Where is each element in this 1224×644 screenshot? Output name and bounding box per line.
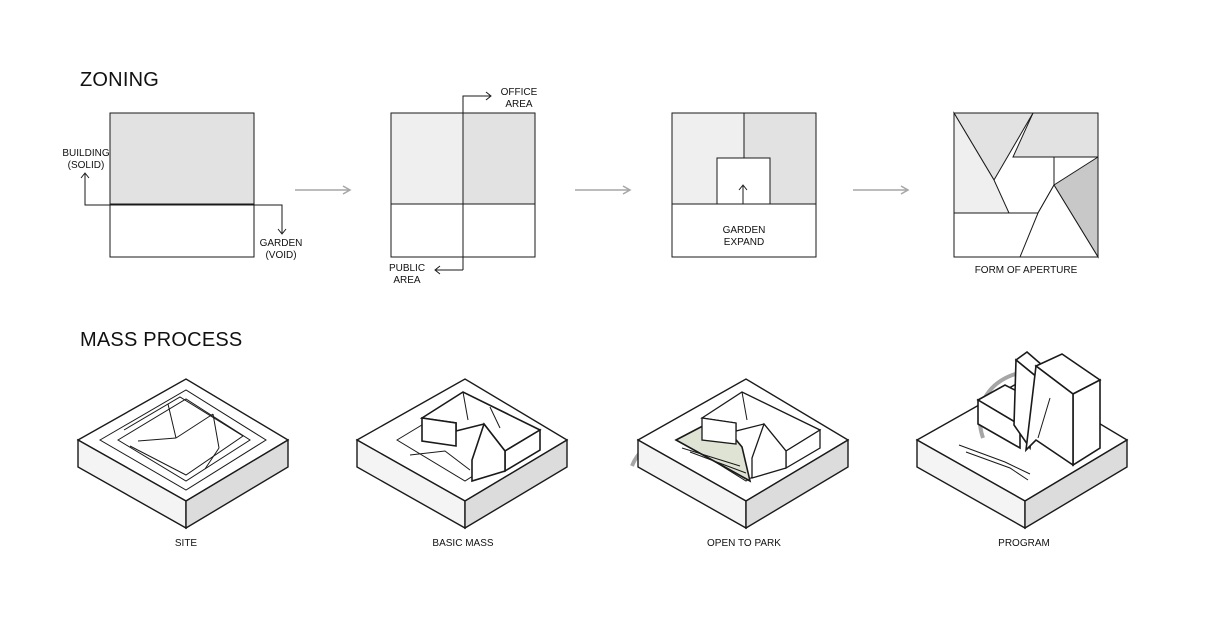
mass-site xyxy=(76,378,290,530)
arrow-up-icon xyxy=(738,184,748,191)
building-label-line1: BUILDING xyxy=(62,148,110,159)
mass-open-to-park xyxy=(630,378,850,530)
public-label-line1: PUBLIC xyxy=(388,263,426,274)
building-solid-label: BUILDING (SOLID) xyxy=(58,148,114,172)
office-label-line2: AREA xyxy=(505,99,533,110)
zoning-flow-line xyxy=(84,174,283,233)
office-area-label: OFFICE AREA xyxy=(496,87,542,111)
caption-site: SITE xyxy=(174,538,198,549)
garden-label-line2: (VOID) xyxy=(265,250,297,261)
mass-basic xyxy=(355,378,569,530)
arrow-down-icon xyxy=(277,228,287,235)
garden-expand-line2: EXPAND xyxy=(723,237,765,248)
garden-label-line1: GARDEN xyxy=(259,238,303,249)
office-area-zone xyxy=(462,112,536,205)
step-arrows xyxy=(295,185,910,195)
garden-void-zone xyxy=(109,203,255,258)
form-of-aperture-caption: FORM OF APERTURE xyxy=(974,265,1078,276)
zoning-step-2 xyxy=(390,91,536,275)
garden-expand-notch xyxy=(716,157,771,205)
zoning-step-1 xyxy=(80,112,287,258)
mass-process-title: MASS PROCESS xyxy=(80,329,243,351)
garden-expand-label: GARDEN EXPAND xyxy=(714,225,774,249)
building-label-line2: (SOLID) xyxy=(67,160,105,171)
caption-open-to-park: OPEN TO PARK xyxy=(707,538,781,549)
garden-void-label: GARDEN (VOID) xyxy=(254,238,308,262)
caption-program: PROGRAM xyxy=(998,538,1050,549)
office-label-line1: OFFICE xyxy=(500,87,538,98)
zoning-step-4-aperture xyxy=(953,111,1099,259)
arrow-left-icon xyxy=(434,265,441,275)
zoning-step-3 xyxy=(671,112,817,258)
building-solid-zone xyxy=(109,112,255,205)
zoning-title: ZONING xyxy=(80,69,159,91)
mass-program xyxy=(915,350,1129,530)
caption-basic-mass: BASIC MASS xyxy=(432,538,494,549)
arrow-right-icon xyxy=(485,91,492,101)
public-label-line2: AREA xyxy=(393,275,421,286)
public-area-label: PUBLIC AREA xyxy=(384,263,430,287)
arrow-up-icon xyxy=(80,172,90,179)
garden-expand-line1: GARDEN xyxy=(722,225,766,236)
